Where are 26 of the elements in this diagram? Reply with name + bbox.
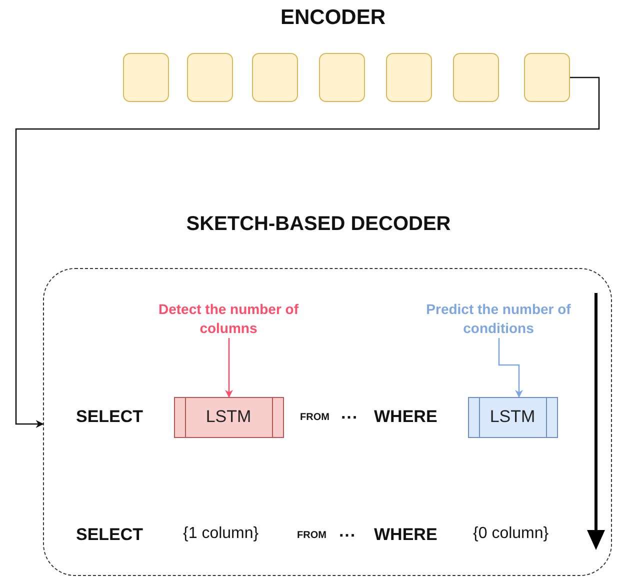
ellipsis-text: ··· (341, 408, 358, 428)
lstm-cell: LSTM (468, 396, 558, 438)
keyword-text: FROM (300, 412, 330, 423)
annotation-text: Predict the number of conditions (398, 300, 598, 338)
keyword-text: WHERE (374, 407, 438, 427)
encoder-cell (319, 53, 365, 102)
encoder-cell (524, 53, 570, 102)
region-heading: SKETCH-BASED DECODER (185, 213, 452, 236)
section-heading: ENCODER (279, 6, 386, 30)
slot-text: {0 column} (473, 525, 549, 543)
lstm-cell: LSTM (174, 396, 284, 438)
encoder-cell (386, 53, 432, 102)
keyword-text: SELECT (76, 525, 144, 545)
slot-text: {1 column} (183, 525, 259, 543)
keyword-text: FROM (297, 530, 326, 541)
encoder-cell (187, 53, 233, 102)
encoder-cell (123, 53, 169, 102)
annotation-text: Detect the number of columns (148, 300, 308, 338)
keyword-text: SELECT (76, 407, 144, 427)
ellipsis-text: ··· (339, 526, 356, 546)
encoder-cell (453, 53, 499, 102)
encoder-cell (252, 53, 298, 102)
connector-arrow (225, 338, 233, 398)
connector-arrow (15, 76, 600, 428)
keyword-text: WHERE (374, 525, 438, 545)
connector-arrow (498, 338, 523, 398)
